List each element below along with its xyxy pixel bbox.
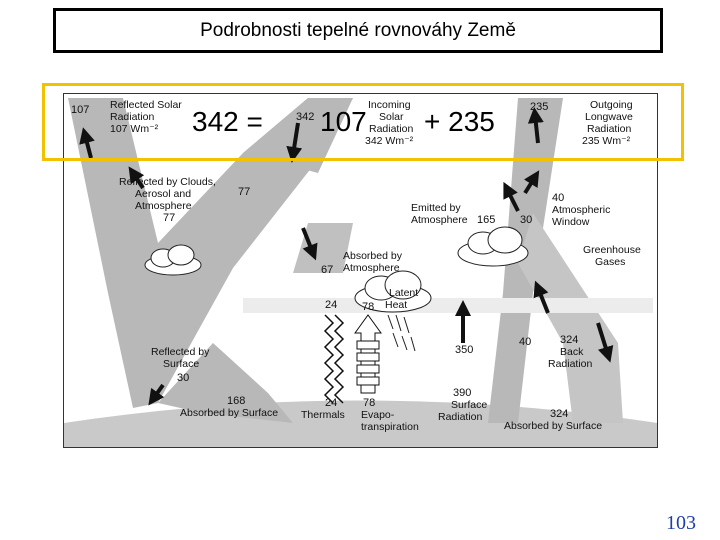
label-greenhouse-1: Greenhouse [583, 244, 641, 256]
value-absorbed-168: 168 [227, 395, 245, 407]
value-back-324: 324 [560, 334, 578, 346]
label-reflected-clouds-1: Reflected by Clouds, [119, 176, 216, 188]
label-surface-rad-1: Surface [451, 399, 487, 411]
value-surface-390: 390 [453, 387, 471, 399]
slide-title-text: Podrobnosti tepelné rovnováhy Země [200, 20, 516, 42]
label-reflected-clouds-3: Atmosphere [135, 200, 192, 212]
label-reflected-clouds-2: Aerosol and [135, 188, 191, 200]
label-absorbed-surface-right: Absorbed by Surface [504, 420, 602, 432]
equation-part-1: 342 = [192, 106, 263, 138]
label-window-1: Atmospheric [552, 204, 610, 216]
value-thermals-24b: 24 [325, 397, 337, 409]
value-reflected-30: 30 [177, 372, 189, 384]
label-reflected-surface-1: Reflected by [151, 346, 210, 358]
label-absorbed-atm-1: Absorbed by [343, 250, 403, 262]
value-clouds-77a: 77 [238, 186, 250, 198]
label-absorbed-atm-2: Atmosphere [343, 262, 400, 274]
value-absorbed-67: 67 [321, 264, 333, 276]
value-emitted-30: 30 [520, 214, 532, 226]
label-greenhouse-2: Gases [595, 256, 625, 268]
label-evapo-1: Evapo- [361, 409, 395, 421]
label-absorbed-surface-left: Absorbed by Surface [180, 407, 278, 419]
value-clouds-77b: 77 [163, 212, 175, 224]
label-surface-rad-2: Radiation [438, 411, 483, 423]
equation-part-2: 107 [320, 106, 367, 138]
value-emitted-165: 165 [477, 214, 495, 226]
label-reflected-surface-2: Surface [163, 358, 199, 370]
value-thermals-24a: 24 [325, 299, 337, 311]
label-thermals: Thermals [301, 409, 345, 421]
label-latent-1: Latent [389, 287, 418, 299]
label-back-1: Back [560, 346, 584, 358]
label-back-2: Radiation [548, 358, 593, 370]
label-emitted-2: Atmosphere [411, 214, 468, 226]
value-absorbed-324: 324 [550, 408, 568, 420]
value-surface-350: 350 [455, 344, 473, 356]
value-window-40b: 40 [519, 336, 531, 348]
value-evapo-78b: 78 [363, 397, 375, 409]
label-latent-2: Heat [385, 299, 407, 311]
equation-part-3: + 235 [424, 106, 495, 138]
atmosphere-layer [243, 298, 653, 313]
slide-title: Podrobnosti tepelné rovnováhy Země [53, 8, 663, 53]
label-evapo-2: transpiration [361, 421, 419, 433]
value-latent-78a: 78 [362, 301, 374, 313]
value-window-40: 40 [552, 192, 564, 204]
page-number: 103 [666, 512, 696, 535]
label-emitted-1: Emitted by [411, 202, 461, 214]
label-window-2: Window [552, 216, 590, 228]
